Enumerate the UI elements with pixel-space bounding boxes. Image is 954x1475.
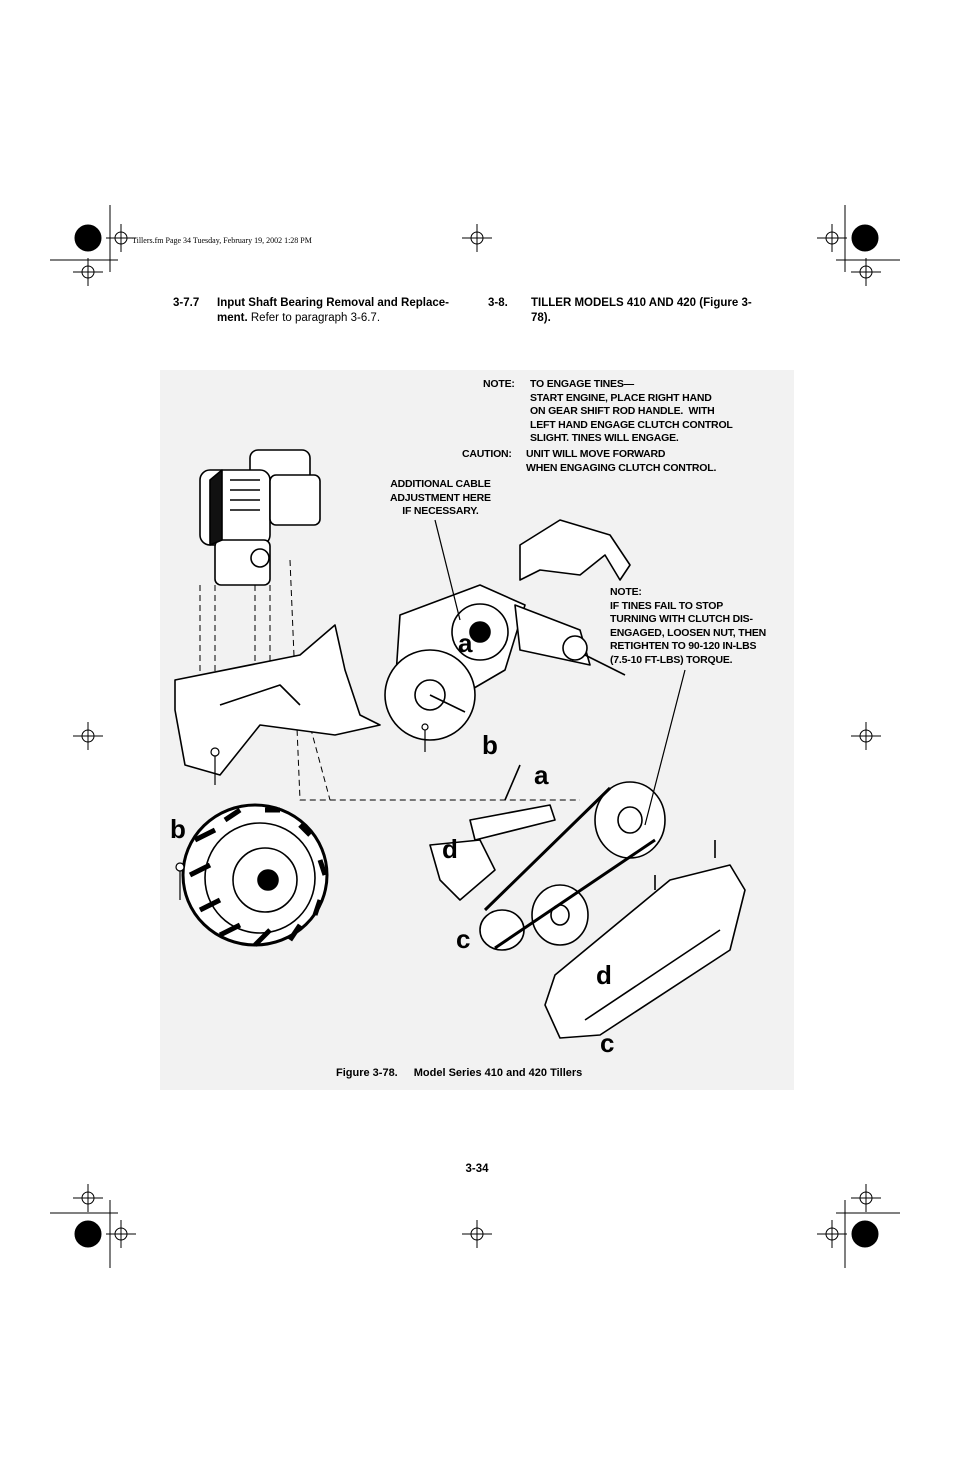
figure-title: Model Series 410 and 420 Tillers <box>413 1067 583 1079</box>
tines-note-line: IF TINES FAIL TO STOP <box>610 599 724 612</box>
callout-d: d <box>442 834 458 864</box>
note-label: NOTE: <box>483 378 515 390</box>
tines-note-line: RETIGHTEN TO 90-120 IN-LBS <box>610 640 757 652</box>
cable-note-line: ADDITIONAL CABLE <box>390 478 491 490</box>
page-number: 3-34 <box>465 1163 489 1175</box>
transmission-housing <box>384 584 526 741</box>
section-number: 3-7.7 <box>173 297 200 309</box>
callout-c: c <box>456 924 471 954</box>
callout-c: c <box>600 1028 615 1058</box>
cable-adjustment-note: ADDITIONAL CABLE ADJUSTMENT HERE IF NECE… <box>390 478 491 519</box>
section-title-cont: 78). <box>531 312 551 324</box>
section-number: 3-8. <box>488 297 508 309</box>
tines-note-line: TURNING WITH CLUTCH DIS- <box>610 613 753 625</box>
tines-note-line: (7.5-10 FT-LBS) TORQUE. <box>610 653 733 666</box>
engine-illustration <box>199 449 321 586</box>
belt-drive <box>479 781 666 951</box>
section-3-7-7: 3-7.7 Input Shaft Bearing Removal and Re… <box>173 296 469 326</box>
callout-a: a <box>534 760 549 790</box>
callout-d: d <box>596 960 612 990</box>
tiller-exploded-diagram: NOTE: TO ENGAGE TINES— START ENGINE, PLA… <box>160 370 794 1090</box>
note-line: START ENGINE, PLACE RIGHT HAND <box>530 391 712 404</box>
section-title: Input Shaft Bearing Removal and Replace- <box>217 297 449 309</box>
wheel-illustration <box>181 803 329 947</box>
figure-caption: Figure 3-78. Model Series 410 and 420 Til… <box>336 1067 582 1079</box>
cable-note-line: ADJUSTMENT HERE <box>390 491 491 504</box>
tines-note-line: NOTE: <box>610 586 642 598</box>
note-line: SLIGHT. TINES WILL ENGAGE. <box>530 432 679 444</box>
tines-note-line: ENGAGED, LOOSEN NUT, THEN <box>610 626 767 639</box>
callout-b: b <box>170 814 186 844</box>
engage-tines-note: TO ENGAGE TINES— START ENGINE, PLACE RIG… <box>530 378 733 446</box>
note-line: TO ENGAGE TINES— <box>530 378 634 390</box>
callout-a: a <box>458 628 473 658</box>
cable-note-line: IF NECESSARY. <box>402 505 479 517</box>
note-line: ON GEAR SHIFT ROD HANDLE. WITH <box>530 405 715 417</box>
tines-stop-note: NOTE: IF TINES FAIL TO STOP TURNING WITH… <box>610 586 766 667</box>
section-title: TILLER MODELS 410 AND 420 (Figure 3- <box>531 297 752 309</box>
figure-number: Figure 3-78. <box>336 1067 398 1079</box>
section-3-8: 3-8. TILLER MODELS 410 AND 420 (Figure 3… <box>488 296 784 326</box>
print-header: Tillers.fm Page 34 Tuesday, February 19,… <box>132 236 312 245</box>
caution-line: UNIT WILL MOVE FORWARD <box>526 448 666 460</box>
section-title-cont: ment. <box>217 312 248 324</box>
diagram-drawing <box>160 370 794 1090</box>
note-line: LEFT HAND ENGAGE CLUTCH CONTROL <box>530 418 733 431</box>
section-body: Refer to paragraph 3-6.7. <box>250 312 381 324</box>
caution-label: CAUTION: <box>462 448 512 460</box>
callout-b: b <box>482 730 498 760</box>
belt-cover <box>544 840 746 1039</box>
caution-note: UNIT WILL MOVE FORWARD WHEN ENGAGING CLU… <box>526 448 716 475</box>
caution-line: WHEN ENGAGING CLUTCH CONTROL. <box>526 461 717 474</box>
